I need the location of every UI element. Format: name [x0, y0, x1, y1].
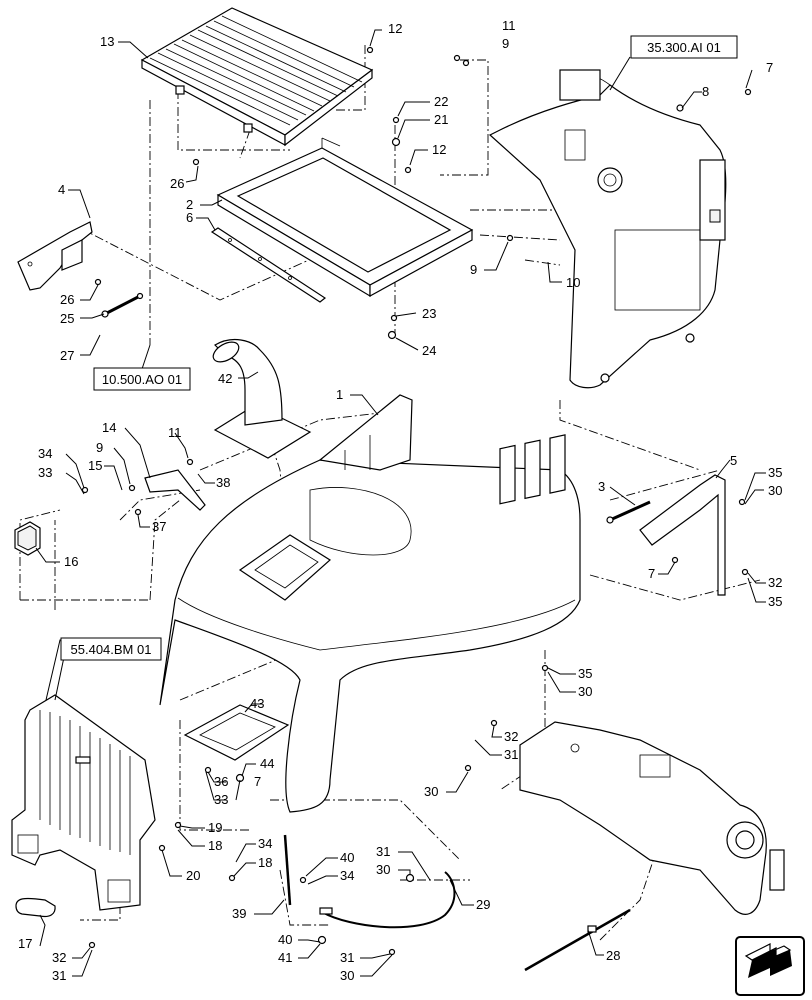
callout: 40: [340, 850, 354, 865]
part-29-cable: [319, 871, 456, 929]
callout: 23: [422, 306, 436, 321]
front-grille: [11, 694, 156, 911]
callout: 15: [88, 458, 102, 473]
callout: 36: [214, 774, 228, 789]
callout: 39: [232, 906, 246, 921]
callout: 30: [768, 483, 782, 498]
callout: 34: [38, 446, 52, 461]
callout-labels: 13 12 11 9 7 8 22 21 12 26 2 6 4 26 25 2…: [18, 18, 782, 983]
callout: 34: [258, 836, 272, 851]
part-6-strip: [210, 227, 327, 303]
callout: 29: [476, 897, 490, 912]
part-16-latch: [14, 521, 41, 556]
reference-label: 55.404.BM 01: [71, 642, 152, 657]
callout: 1: [336, 387, 343, 402]
callout: 42: [218, 371, 232, 386]
navigation-arrow-icon[interactable]: [735, 936, 805, 996]
part-25-strut: [101, 292, 144, 318]
callout: 19: [208, 820, 222, 835]
callout: 31: [376, 844, 390, 859]
callout: 35: [768, 465, 782, 480]
part-28-rod: [524, 908, 631, 972]
callout: 2: [186, 197, 193, 212]
callout: 18: [258, 855, 272, 870]
callout: 44: [260, 756, 274, 771]
callout: 7: [648, 566, 655, 581]
reference-box-grille[interactable]: 55.404.BM 01: [60, 637, 162, 661]
callout: 43: [250, 696, 264, 711]
callout: 13: [100, 34, 114, 49]
part-1-hood: [159, 394, 581, 813]
callout: 10: [566, 275, 580, 290]
callout: 8: [702, 84, 709, 99]
callout: 40: [278, 932, 292, 947]
part-5-bracket: [639, 474, 726, 596]
callout: 34: [340, 868, 354, 883]
part-13-top-grille: [140, 7, 374, 147]
callout: 26: [60, 292, 74, 307]
callout: 33: [214, 792, 228, 807]
reference-label: 35.300.AI 01: [647, 40, 721, 55]
callout: 32: [768, 575, 782, 590]
callout: 20: [186, 868, 200, 883]
callout: 32: [52, 950, 66, 965]
callout: 31: [504, 747, 518, 762]
callout: 26: [170, 176, 184, 191]
callout: 28: [606, 948, 620, 963]
callout: 12: [432, 142, 446, 157]
callout: 18: [208, 838, 222, 853]
callout: 30: [340, 968, 354, 983]
front-chassis: [519, 721, 785, 915]
callout: 7: [766, 60, 773, 75]
callout: 33: [38, 465, 52, 480]
reference-box-cab[interactable]: 35.300.AI 01: [630, 35, 738, 59]
callout: 35: [768, 594, 782, 609]
reference-label: 10.500.AO 01: [102, 372, 182, 387]
callout: 3: [598, 479, 605, 494]
callout: 14: [102, 420, 116, 435]
callout: 9: [502, 36, 509, 51]
part-4-bracket: [17, 221, 93, 291]
callout: 9: [470, 262, 477, 277]
callout: 30: [424, 784, 438, 799]
callout: 27: [60, 348, 74, 363]
callout: 38: [216, 475, 230, 490]
part-42-air-intake: [212, 338, 312, 459]
callout: 24: [422, 343, 436, 358]
callout: 30: [376, 862, 390, 877]
part-2-frame: [216, 137, 474, 298]
part-14-bracket: [144, 469, 206, 511]
cab-assembly: [488, 69, 727, 389]
callout: 5: [730, 453, 737, 468]
hardware-fasteners: [81, 46, 752, 956]
callout: 4: [58, 182, 65, 197]
part-39-rod: [283, 834, 292, 906]
callout: 22: [434, 94, 448, 109]
callout: 37: [152, 519, 166, 534]
callout: 11: [168, 425, 182, 440]
callout: 31: [52, 968, 66, 983]
callout: 21: [434, 112, 448, 127]
callout: 7: [254, 774, 261, 789]
callout: 9: [96, 440, 103, 455]
callout: 25: [60, 311, 74, 326]
part-43-plate: [183, 704, 290, 761]
callout: 6: [186, 210, 193, 225]
callout: 11: [502, 18, 516, 33]
reference-box-intake[interactable]: 10.500.AO 01: [93, 367, 191, 391]
callout: 35: [578, 666, 592, 681]
callout: 31: [340, 950, 354, 965]
callout: 12: [388, 21, 402, 36]
part-17-handle: [15, 897, 56, 918]
callout: 41: [278, 950, 292, 965]
callout: 17: [18, 936, 32, 951]
callout: 32: [504, 729, 518, 744]
callout: 30: [578, 684, 592, 699]
callout: 16: [64, 554, 78, 569]
part-3-strut: [606, 500, 651, 524]
